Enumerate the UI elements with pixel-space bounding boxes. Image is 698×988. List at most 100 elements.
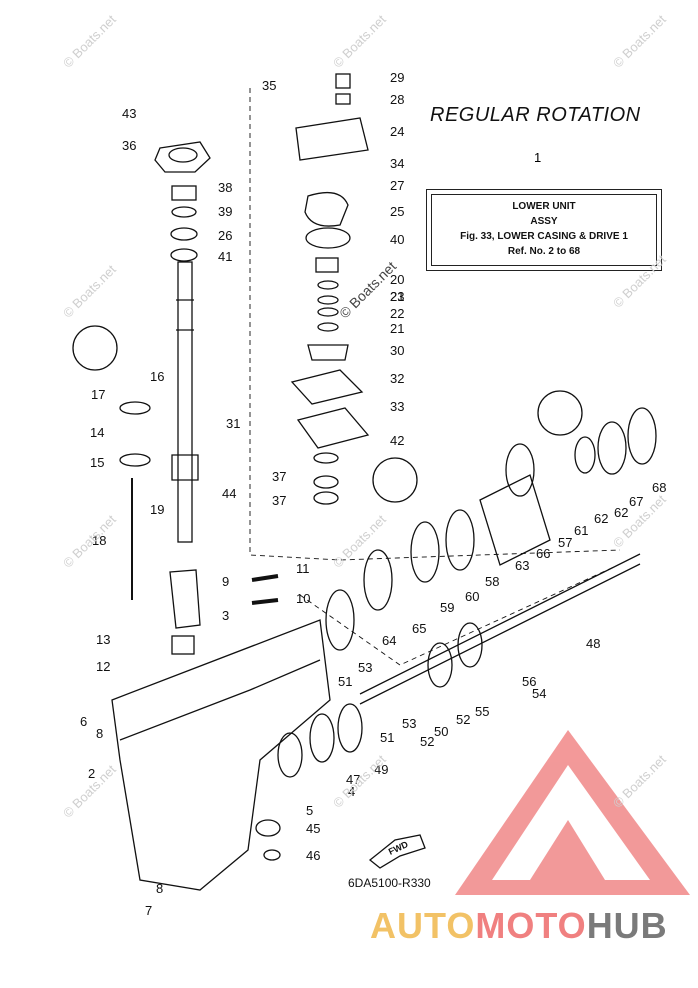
- callout-number: 60: [465, 589, 479, 604]
- callout-number: 14: [90, 425, 104, 440]
- logo-part-hub: HUB: [586, 905, 668, 946]
- lower-casing: [111, 619, 331, 891]
- ref-line-3: Fig. 33, LOWER CASING & DRIVE 1: [460, 231, 628, 242]
- callout-number: 55: [475, 704, 489, 719]
- leader-line: [249, 88, 621, 561]
- pump-insert: [304, 191, 349, 227]
- callout-number: 51: [338, 674, 352, 689]
- callout-number: 63: [515, 558, 529, 573]
- oil-seal-housing: [154, 141, 211, 173]
- ref-line-1: LOWER UNIT: [512, 201, 576, 212]
- reference-box: LOWER UNIT ASSY Fig. 33, LOWER CASING & …: [426, 189, 662, 271]
- callout-number: 58: [485, 574, 499, 589]
- ref-line-4: Ref. No. 2 to 68: [507, 246, 581, 257]
- callout-number: 25: [390, 204, 404, 219]
- callout-number: 15: [90, 455, 104, 470]
- callout-number: 8: [156, 881, 163, 896]
- callout-number: 16: [150, 369, 164, 384]
- callout-number: 53: [358, 660, 372, 675]
- callout-number: 45: [306, 821, 320, 836]
- callout-number: 13: [96, 632, 110, 647]
- callout-number: 46: [306, 848, 320, 863]
- callout-number: 62: [614, 505, 628, 520]
- shaft-collar: [171, 454, 199, 481]
- ref-number: 1: [534, 150, 542, 165]
- callout-number: 5: [306, 803, 313, 818]
- callout-number: 31: [226, 416, 240, 431]
- callout-number: 2: [88, 766, 95, 781]
- callout-number: 7: [145, 903, 152, 918]
- callout-number: 9: [222, 574, 229, 589]
- callout-number: 28: [390, 92, 404, 107]
- callout-number: 57: [558, 535, 572, 550]
- diagram-title: REGULAR ROTATION: [430, 104, 641, 126]
- outer-plate-cartridge: [290, 369, 364, 405]
- callout-number: 21: [390, 289, 404, 304]
- callout-number: 29: [390, 70, 404, 85]
- callout-number: 50: [434, 724, 448, 739]
- callout-number: 10: [296, 591, 310, 606]
- callout-number: 6: [80, 714, 87, 729]
- callout-number: 66: [536, 546, 550, 561]
- callout-number: 24: [390, 124, 404, 139]
- callout-number: 37: [272, 493, 286, 508]
- callout-number: 30: [390, 343, 404, 358]
- callout-number: 68: [652, 480, 666, 495]
- callout-number: 22: [390, 306, 404, 321]
- callout-number: 12: [96, 659, 110, 674]
- logo-wordmark: AUTOMOTOHUB: [370, 905, 668, 947]
- callout-number: 8: [96, 726, 103, 741]
- callout-number: 48: [586, 636, 600, 651]
- forward-arrow: [368, 834, 426, 869]
- callout-number: 27: [390, 178, 404, 193]
- callout-number: 65: [412, 621, 426, 636]
- callout-number: 56: [522, 674, 536, 689]
- callout-number: 67: [629, 494, 643, 509]
- callout-number: 52: [456, 712, 470, 727]
- callout-number: 23: [390, 289, 404, 304]
- logo-part-moto: MOTO: [475, 905, 587, 946]
- gasket: [296, 407, 370, 449]
- callout-number: 47: [346, 772, 360, 787]
- callout-number: 36: [122, 138, 136, 153]
- callout-number: 4: [348, 784, 355, 799]
- callout-number: 39: [218, 204, 232, 219]
- callout-number: 44: [222, 486, 236, 501]
- callout-number: 18: [92, 533, 106, 548]
- automotohub-logo-icon: [455, 730, 690, 895]
- callout-number: 61: [574, 523, 588, 538]
- callout-number: 42: [390, 433, 404, 448]
- callout-number: 59: [440, 600, 454, 615]
- impeller: [307, 344, 349, 361]
- callout-number: 34: [390, 156, 404, 171]
- ref-line-2: ASSY: [530, 216, 558, 227]
- callout-number: 3: [222, 608, 229, 623]
- callout-number: 21: [390, 321, 404, 336]
- logo-part-auto: AUTO: [370, 905, 476, 946]
- drawing-code: 6DA5100-R330: [348, 876, 431, 890]
- callout-number: 41: [218, 249, 232, 264]
- callout-number: 20: [390, 272, 404, 287]
- callout-number: 40: [390, 232, 404, 247]
- callout-labels: 2928354324363427382539402641202122211630…: [80, 70, 666, 918]
- sleeve: [169, 569, 201, 629]
- callout-number: 54: [532, 686, 546, 701]
- bearing-housing: [479, 474, 551, 566]
- pinion-forward-gear: [363, 549, 393, 611]
- callout-number: 32: [390, 371, 404, 386]
- callout-number: 38: [218, 180, 232, 195]
- leader-line: [299, 554, 641, 666]
- callout-number: 43: [122, 106, 136, 121]
- callout-number: 52: [420, 734, 434, 749]
- callout-number: 19: [150, 502, 164, 517]
- callout-number: 49: [374, 762, 388, 777]
- callout-number: 17: [91, 387, 105, 402]
- propeller-shaft: [359, 553, 641, 705]
- bearing: [171, 185, 197, 201]
- callout-number: 33: [390, 399, 404, 414]
- callout-number: 11: [296, 561, 310, 576]
- callout-number: 62: [594, 511, 608, 526]
- callout-number: 64: [382, 633, 396, 648]
